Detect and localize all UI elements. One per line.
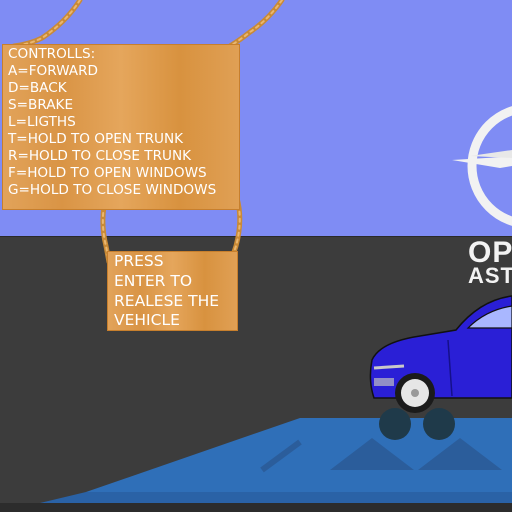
controls-line: F=HOLD TO OPEN WINDOWS (8, 165, 207, 181)
controls-line: A=FORWARD (8, 63, 99, 79)
press-line: PRESS (114, 252, 164, 270)
brand-text-line1: OP (468, 236, 512, 269)
controls-line: R=HOLD TO CLOSE TRUNK (8, 148, 192, 164)
controls-line: L=LIGTHS (8, 114, 76, 130)
brand-logo-icon (452, 106, 512, 226)
brand-text: OP AST (468, 238, 512, 287)
brand-text-line2: AST (468, 263, 512, 288)
controls-sign: CONTROLLS: A=FORWARD D=BACK S=BRAKE L=LI… (2, 44, 240, 210)
lift-platform (40, 418, 512, 503)
controls-line: G=HOLD TO CLOSE WINDOWS (8, 182, 217, 198)
rope-icon (11, 0, 285, 49)
controls-line: D=BACK (8, 80, 67, 96)
ground-edge (0, 503, 512, 512)
press-line: ENTER TO (114, 271, 193, 290)
car (369, 295, 512, 413)
controls-line: S=BRAKE (8, 97, 74, 113)
press-line: REALESE THE (114, 291, 220, 310)
press-enter-sign: PRESS ENTER TO REALESE THE VEHICLE (107, 251, 238, 331)
press-line: VEHICLE (114, 311, 180, 330)
controls-list: CONTROLLS: A=FORWARD D=BACK S=BRAKE L=LI… (3, 45, 239, 199)
controls-line: T=HOLD TO OPEN TRUNK (8, 131, 184, 147)
controls-line: CONTROLLS: (8, 46, 96, 62)
lift-roller-icon (379, 408, 455, 440)
